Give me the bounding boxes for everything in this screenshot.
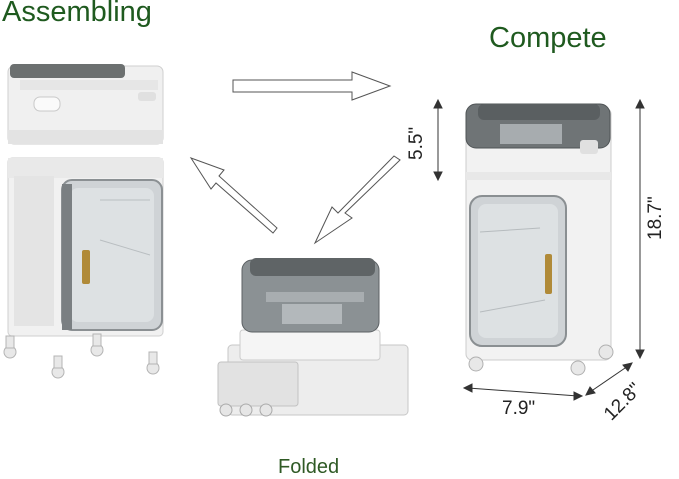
dimension-height: 18.7" <box>645 196 666 240</box>
assembling-bottom-module <box>7 157 164 337</box>
dimension-top-height: 5.5" <box>406 126 427 160</box>
complete-label: Compete <box>489 22 607 54</box>
folded-unit <box>217 258 409 417</box>
folded-label: Folded <box>278 456 340 478</box>
complete-unit <box>465 103 614 376</box>
arrow-down-left <box>313 155 401 245</box>
assembling-wheels <box>3 333 160 379</box>
assembling-label: Assembling <box>2 0 152 28</box>
dimension-lines <box>433 98 645 401</box>
assembling-top-module <box>7 64 164 145</box>
arrow-up-left <box>189 157 278 234</box>
arrow-right <box>232 71 392 101</box>
dimension-width: 7.9" <box>502 398 536 419</box>
